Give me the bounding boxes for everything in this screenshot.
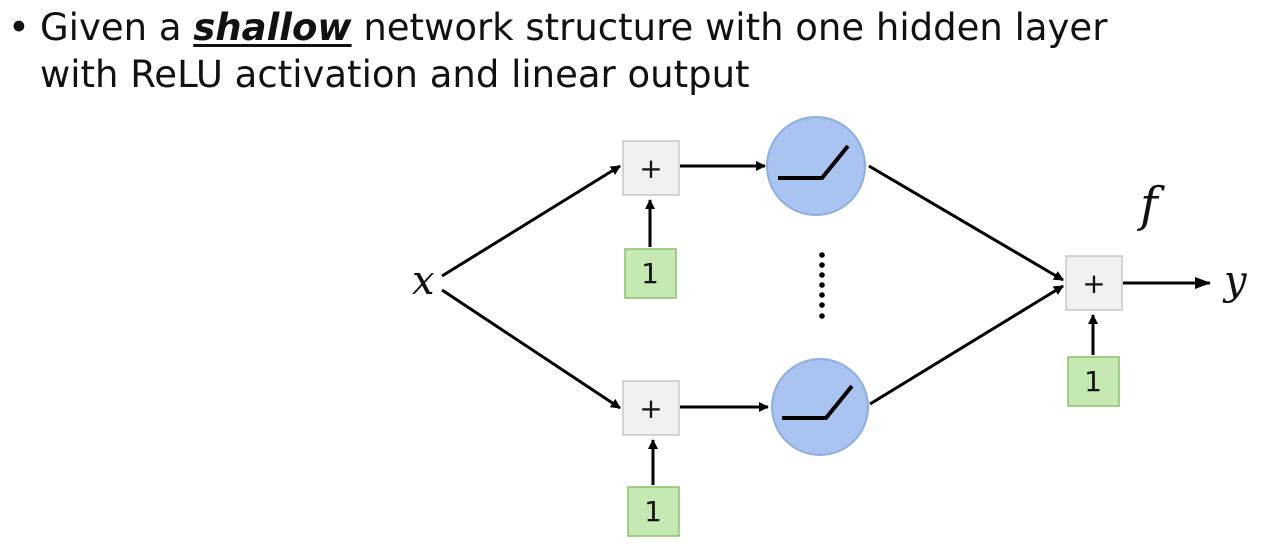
sum-node-top-label: + xyxy=(639,152,662,185)
bias-node-bottom-label: 1 xyxy=(644,495,662,528)
bullet-text-part: network structure with one hidden layer xyxy=(351,6,1108,49)
edge-neuron-bottom-to-output-sum xyxy=(869,284,1064,406)
bias-node-bottom xyxy=(627,486,680,537)
bias-node-output xyxy=(1067,356,1120,407)
output-y-label: y xyxy=(1222,258,1248,304)
bullet-dot: • xyxy=(8,6,30,49)
bullet-text: Given a shallow network structure with o… xyxy=(40,4,1248,98)
input-x-label: x xyxy=(412,258,435,304)
emphasized-word: shallow xyxy=(193,6,352,49)
relu-icon xyxy=(782,384,854,420)
sum-node-output xyxy=(1065,255,1123,311)
relu-neuron-top xyxy=(766,116,866,216)
edge-input-to-sum-bottom xyxy=(441,288,621,410)
sum-node-output-label: + xyxy=(1082,267,1105,300)
function-f-label: f xyxy=(1137,177,1165,233)
bias-node-top xyxy=(624,248,677,299)
edge-neuron-top-to-output-sum xyxy=(868,164,1064,282)
sum-node-bottom-label: + xyxy=(639,392,662,425)
ellipsis-dots-icon xyxy=(819,252,825,319)
bullet-text-part: Given a xyxy=(40,6,194,49)
bullet-text-line2: with ReLU activation and linear output xyxy=(40,53,750,96)
bullet-point: • Given a shallow network structure with… xyxy=(8,4,1248,98)
relu-neuron-bottom xyxy=(771,358,869,456)
relu-icon xyxy=(778,144,850,180)
bias-node-output-label: 1 xyxy=(1084,365,1102,398)
sum-node-top xyxy=(622,140,680,196)
edge-input-to-sum-top xyxy=(441,164,621,278)
bias-node-top-label: 1 xyxy=(641,257,659,290)
sum-node-bottom xyxy=(622,380,680,436)
